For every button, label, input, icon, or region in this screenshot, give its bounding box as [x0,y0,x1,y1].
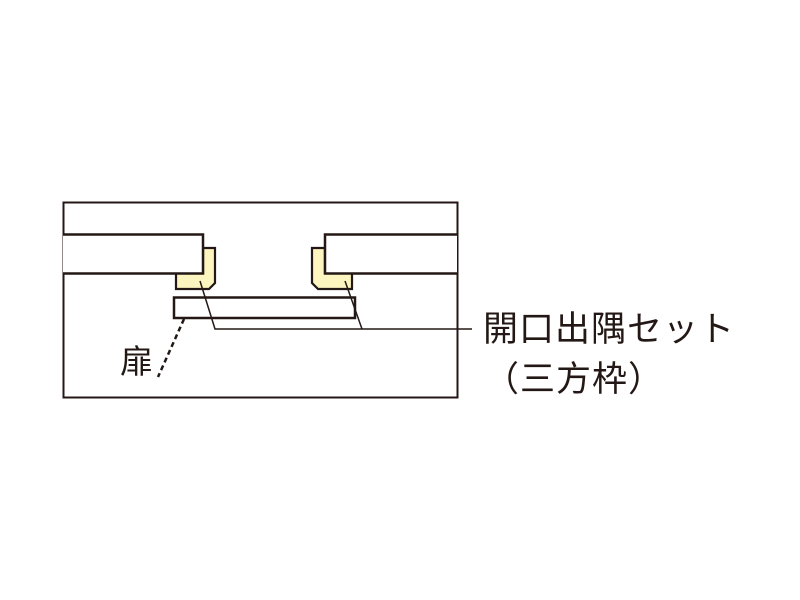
left-wall-panel [63,233,205,275]
corner-set-sublabel: （三方枠） [484,360,665,400]
right-wall-panel [323,233,457,275]
leader-line-door [156,318,186,378]
door-panel [172,296,357,320]
door-label: 扉 [120,342,153,381]
leader-line-corner-set [199,280,472,330]
leader-line-corner-set-right [344,280,363,330]
corner-set-label: 開口出隅セット [483,310,736,350]
